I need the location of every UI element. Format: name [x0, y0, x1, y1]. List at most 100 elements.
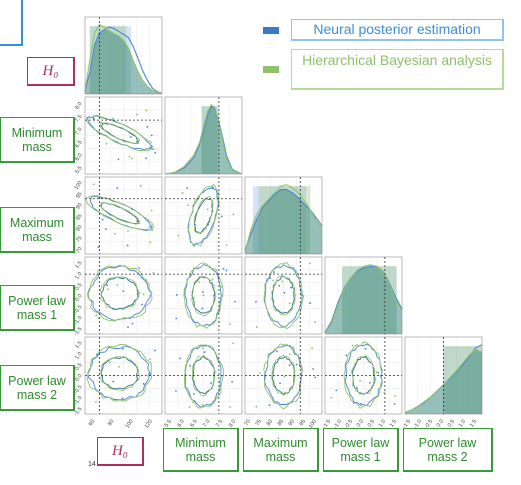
- x-tick-label-h0: 100: [125, 419, 135, 430]
- y-tick-label-power-law-mass-2: 1.0: [74, 351, 83, 361]
- sample-point: [192, 392, 195, 395]
- sample-point: [330, 396, 333, 399]
- x-tick-label-power-law-mass-1: -1.5: [322, 419, 332, 430]
- contour-hba-level-2: [86, 344, 153, 402]
- sample-point: [359, 379, 361, 382]
- y-tick-label-minimum-mass: 8.0: [74, 101, 83, 111]
- sample-point: [290, 286, 292, 289]
- contour-hba-level-2: [86, 114, 156, 152]
- sample-point: [222, 267, 225, 270]
- contour-hba-level-1: [271, 275, 297, 316]
- sample-point: [175, 390, 177, 392]
- x-tick-label-h0: 120: [144, 419, 154, 430]
- y-tick-label-power-law-mass-1: -1.5: [73, 326, 83, 337]
- x-tick-label-minimum-mass: 8.0: [228, 419, 237, 429]
- sample-point: [276, 350, 278, 353]
- legend-label-hba: Hierarchical Bayesian analysis: [291, 49, 504, 90]
- sample-point: [104, 228, 107, 231]
- sample-point: [206, 208, 209, 211]
- sample-point: [154, 151, 157, 154]
- sample-point: [95, 401, 97, 403]
- x-tick-label-power-law-mass-2: 1.0: [458, 419, 467, 429]
- marginal-curve-hba-power-law-mass-2: [404, 348, 483, 413]
- x-tick-label-power-law-mass-1: -0.5: [344, 419, 354, 430]
- panel-power-law-mass-2-vs-maximum-mass: [244, 336, 323, 415]
- sample-point: [97, 246, 100, 248]
- marginal-curve-hba-h0: [84, 23, 163, 94]
- panel-power-law-mass-1-vs-h0: [84, 256, 163, 335]
- y-tick-label-power-law-mass-2: -1.5: [73, 406, 83, 417]
- panel-power-law-mass-1-vs-power-law-mass-1: [324, 256, 403, 335]
- x-tick-label-h0: 80: [107, 419, 115, 427]
- sample-point: [146, 126, 149, 128]
- x-tick-label-power-law-mass-1: 0.0: [356, 419, 365, 429]
- sample-point: [192, 401, 195, 404]
- sample-point: [145, 279, 148, 281]
- sample-point: [131, 303, 134, 306]
- col-label-maximum-mass: Maximum mass: [243, 428, 319, 472]
- sample-point: [229, 323, 231, 326]
- y-tick-label-minimum-mass: 7.5: [74, 114, 83, 124]
- contour-hba-level-2: [263, 343, 304, 410]
- panel-power-law-mass-2-vs-minimum-mass: [164, 336, 243, 415]
- panel-minimum-mass-vs-minimum-mass: [164, 96, 243, 175]
- panel-h0-vs-h0: [84, 16, 163, 95]
- page-number: 14: [88, 461, 96, 468]
- contour-hba-level-1: [100, 356, 140, 392]
- sample-point: [107, 288, 109, 291]
- y-tick-label-maximum-mass: 75: [75, 235, 83, 243]
- sample-point: [112, 219, 115, 221]
- sample-point: [179, 357, 181, 360]
- legend-swatch-hba: [263, 66, 279, 73]
- contour-hba-level-2: [187, 183, 220, 248]
- sample-point: [175, 317, 178, 320]
- sample-point: [202, 347, 204, 350]
- sample-point: [272, 279, 275, 282]
- sample-point: [309, 262, 312, 265]
- marginal-curve-npe-h0: [84, 26, 163, 94]
- marginal-area-minimum-mass: [165, 106, 242, 174]
- y-tick-label-minimum-mass: 7.0: [74, 127, 83, 137]
- contour-hba-level-1: [271, 354, 296, 396]
- contour-hba-level-1: [98, 122, 141, 144]
- y-tick-label-power-law-mass-1: -0.5: [73, 304, 83, 315]
- sample-point: [196, 199, 199, 201]
- sample-point: [255, 326, 258, 328]
- sample-point: [229, 406, 232, 408]
- sample-point: [383, 391, 386, 394]
- sample-point: [259, 372, 261, 375]
- y-tick-label-power-law-mass-1: 1.0: [74, 271, 83, 281]
- sample-point: [116, 284, 119, 287]
- row-label-maximum-mass: Maximum mass: [0, 207, 75, 253]
- sample-point: [232, 342, 235, 345]
- marginal-curve-hba-power-law-mass-1: [324, 264, 403, 334]
- marginal-curve-npe-power-law-mass-1: [324, 265, 403, 333]
- col-label-power-law-mass-2: Power law mass 2: [403, 428, 493, 472]
- x-tick-label-power-law-mass-1: 0.5: [367, 419, 376, 429]
- contour-npe-level-1: [100, 202, 140, 225]
- x-tick-label-power-law-mass-2: 0.5: [447, 419, 456, 429]
- sample-point: [145, 109, 148, 112]
- sample-point: [284, 391, 287, 394]
- sample-point: [272, 271, 275, 273]
- panel-power-law-mass-1-vs-maximum-mass: [244, 256, 323, 335]
- x-tick-label-minimum-mass: 6.5: [189, 419, 198, 429]
- sample-point: [95, 353, 98, 356]
- contour-hba-level-1: [100, 202, 141, 225]
- y-tick-label-power-law-mass-1: 1.5: [74, 260, 83, 270]
- sample-point: [220, 286, 223, 288]
- contour-hba-level-2: [183, 262, 224, 329]
- y-tick-label-maximum-mass: 70: [75, 246, 83, 254]
- y-tick-label-power-law-mass-1: -1.0: [73, 315, 83, 326]
- contour-npe-level-1: [272, 275, 295, 314]
- x-tick-label-minimum-mass: 5.5: [164, 419, 173, 429]
- sample-point: [314, 376, 317, 379]
- marginal-curve-npe-minimum-mass: [164, 105, 243, 175]
- y-tick-label-minimum-mass: 5.5: [74, 165, 83, 175]
- legend-swatch-npe: [263, 26, 279, 34]
- sample-point: [131, 322, 134, 325]
- contour-hba-level-1: [99, 276, 141, 311]
- contour-npe-level-1: [351, 355, 375, 396]
- sample-point: [92, 118, 95, 121]
